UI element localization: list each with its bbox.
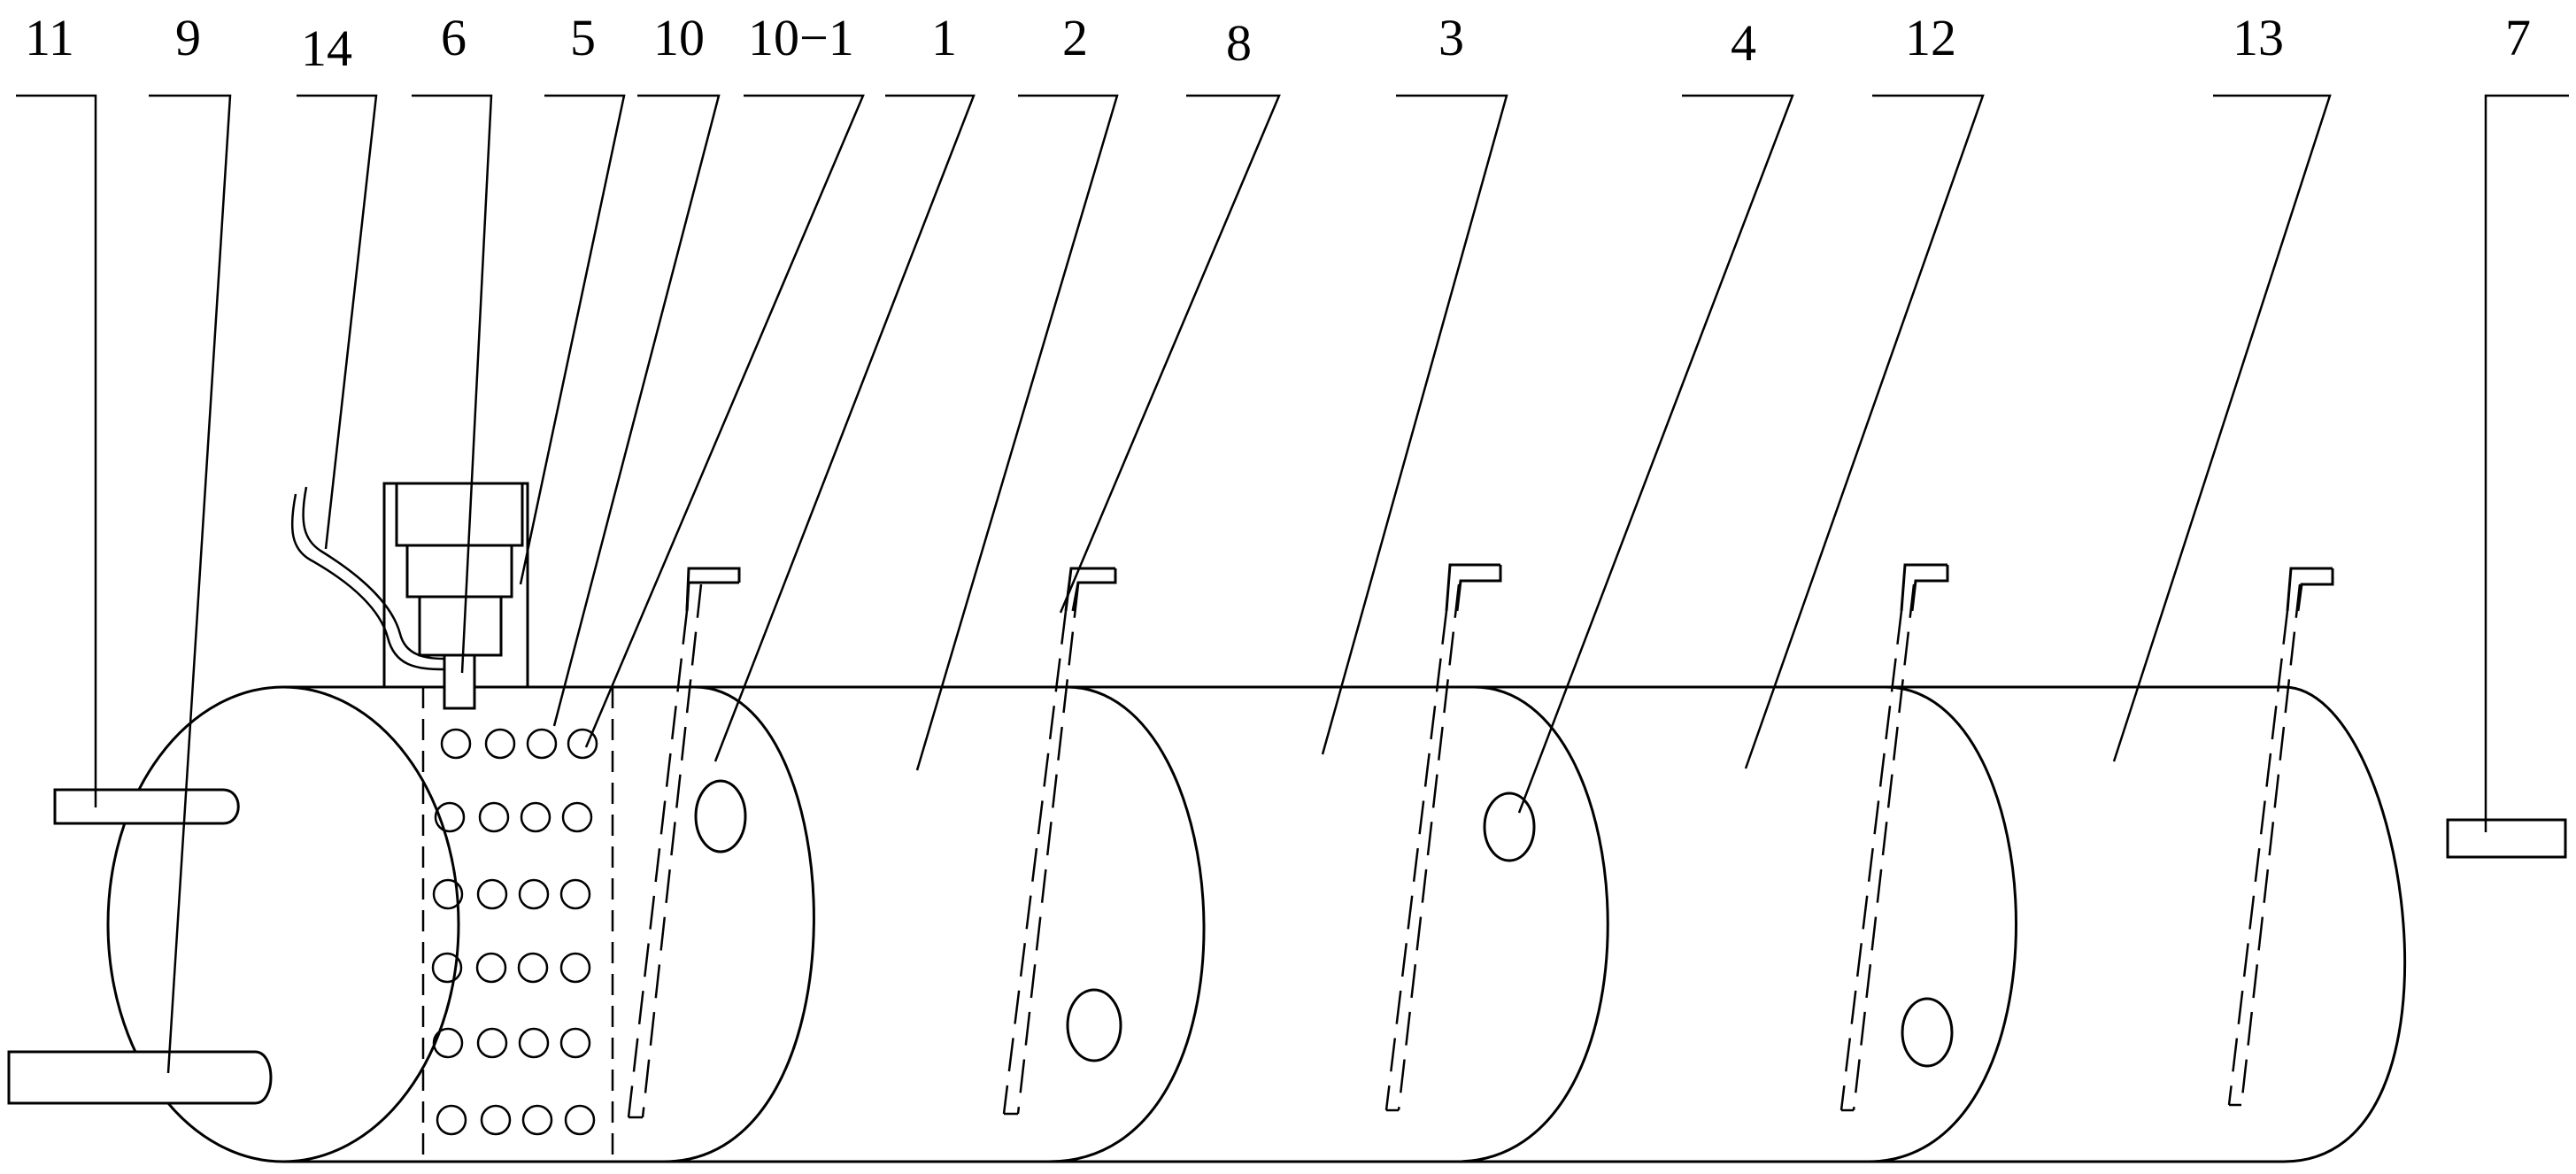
label-8: 8 <box>1226 14 1252 72</box>
label-2: 2 <box>1062 9 1088 66</box>
label-6: 6 <box>441 9 467 66</box>
part-labels: 11 9 14 6 5 10 10−1 1 2 8 3 4 12 13 7 <box>25 9 2531 77</box>
label-9: 9 <box>175 9 201 66</box>
leader-lines <box>16 94 2569 1074</box>
label-3: 3 <box>1438 9 1464 66</box>
label-11: 11 <box>25 9 74 66</box>
wire <box>290 486 445 671</box>
label-14: 14 <box>301 19 352 77</box>
label-13: 13 <box>2233 9 2284 66</box>
perforation-holes <box>431 728 598 1136</box>
label-1: 1 <box>931 9 957 66</box>
baffle-2 <box>1002 567 1117 1116</box>
outlet-pipe <box>2446 818 2567 859</box>
perforated-section <box>421 687 614 1162</box>
baffle-5 <box>2227 567 2334 1107</box>
label-10: 10 <box>653 9 705 66</box>
label-12: 12 <box>1905 9 1956 66</box>
baffle-1 <box>627 567 741 1119</box>
label-4: 4 <box>1731 14 1756 72</box>
label-10-1: 10−1 <box>748 9 854 66</box>
baffle-4 <box>1839 563 1949 1112</box>
inlet-pipe-lower <box>7 1050 273 1105</box>
top-housing <box>382 482 529 710</box>
label-7: 7 <box>2505 9 2531 66</box>
baffle-3 <box>1384 563 1502 1112</box>
inlet-pipe-upper <box>53 788 240 825</box>
label-5: 5 <box>570 9 596 66</box>
partition-holes <box>694 779 1954 1068</box>
